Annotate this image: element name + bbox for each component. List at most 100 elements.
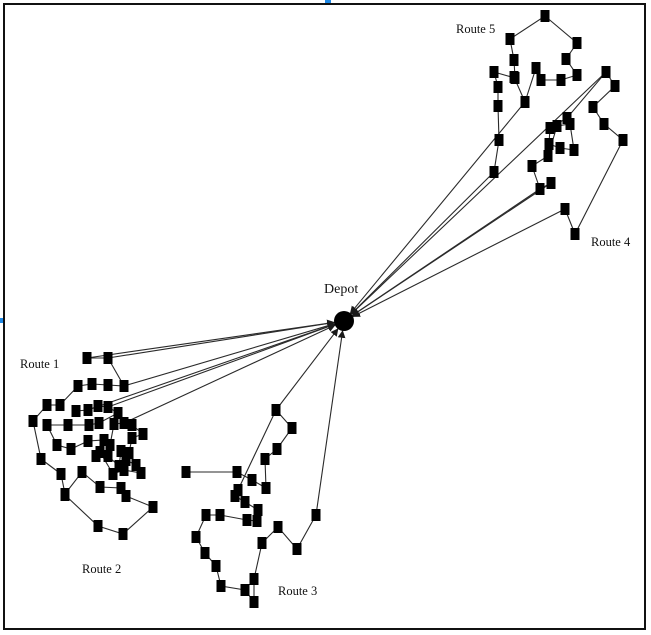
route-4-customer-node xyxy=(588,101,598,113)
route-3-customer-node xyxy=(247,474,257,486)
route-2-customer-node xyxy=(66,443,76,455)
route-4-label: Route 4 xyxy=(591,235,631,249)
route-5-customer-node xyxy=(489,166,499,178)
route-2-customer-node xyxy=(105,439,115,451)
route-1-customer-node xyxy=(73,380,83,392)
route-4-customer-node xyxy=(546,177,556,189)
route-5-depot-link-1 xyxy=(350,171,495,315)
route-3-customer-node xyxy=(249,573,259,585)
route-5-label: Route 5 xyxy=(456,22,495,36)
route-3-customer-node xyxy=(257,537,267,549)
route-3-customer-node xyxy=(215,509,225,521)
route-2-customer-node xyxy=(84,419,94,431)
route-4-depot-link-1 xyxy=(352,208,566,317)
route-2-customer-node xyxy=(103,450,113,462)
route-5-customer-node xyxy=(493,81,503,93)
route-2-customer-node xyxy=(83,404,93,416)
route-3-label: Route 3 xyxy=(278,584,317,598)
route-2-customer-node xyxy=(71,405,81,417)
route-3-customer-node xyxy=(252,515,262,527)
route-2-customer-node xyxy=(124,447,134,459)
route-2-customer-node xyxy=(99,434,109,446)
route-5-customer-node xyxy=(540,10,550,22)
route-2-customer-node xyxy=(131,459,141,471)
route-1-customer-node xyxy=(95,481,105,493)
route-3-customer-node xyxy=(271,404,281,416)
route-5-depot-link-2 xyxy=(349,101,526,314)
route-3-customer-node xyxy=(292,543,302,555)
route-5-customer-node xyxy=(572,37,582,49)
route-5-customer-node xyxy=(509,71,519,83)
route-4-customer-node xyxy=(544,138,554,150)
route-2-label: Route 2 xyxy=(82,562,121,576)
route-3-customer-node xyxy=(253,504,263,516)
route-2-customer-node xyxy=(91,450,101,462)
route-5-customer-node xyxy=(494,134,504,146)
route-4-customer-node xyxy=(555,142,565,154)
route-3-customer-node xyxy=(260,453,270,465)
route-2-customer-node xyxy=(94,417,104,429)
route-2-customer-node xyxy=(52,439,62,451)
route-1-depot-link-2 xyxy=(107,319,335,359)
route-5-customer-node xyxy=(531,62,541,74)
route-2-customer-node xyxy=(63,419,73,431)
route-3-customer-node xyxy=(249,596,259,608)
route-4-customer-node xyxy=(570,228,580,240)
route-3-customer-node xyxy=(201,509,211,521)
route-3-customer-node xyxy=(261,482,271,494)
route-2-depot-link-3 xyxy=(123,324,336,424)
route-4-customer-node xyxy=(535,183,545,195)
route-4-customer-node xyxy=(569,144,579,156)
route-4-customer-node xyxy=(543,150,553,162)
route-1-customer-node xyxy=(60,489,70,501)
route-2-customer-node xyxy=(114,460,124,472)
route-2-customer-node xyxy=(136,467,146,479)
route-1-customer-node xyxy=(119,380,129,392)
route-3-customer-node xyxy=(240,584,250,596)
route-4-customer-node xyxy=(552,120,562,132)
route-4-customer-node xyxy=(565,118,575,130)
route-3-customer-node xyxy=(240,496,250,508)
route-links xyxy=(32,15,624,604)
route-5-customer-node xyxy=(536,74,546,86)
route-2-customer-node xyxy=(108,468,118,480)
route-3-customer-node xyxy=(232,466,242,478)
route-3-customer-node xyxy=(242,514,252,526)
route-3-customer-node xyxy=(230,490,240,502)
route-1-depot-link-3 xyxy=(123,322,336,387)
route-3-customer-node xyxy=(311,509,321,521)
route-3-customer-node xyxy=(181,466,191,478)
route-2-customer-node xyxy=(93,400,103,412)
route-4-customer-node xyxy=(527,160,537,172)
route-5-customer-node xyxy=(493,100,503,112)
route-5-customer-node xyxy=(489,66,499,78)
route-5-customer-node xyxy=(520,96,530,108)
customer-nodes xyxy=(28,10,628,608)
route-2-customer-node xyxy=(42,419,52,431)
route-4-customer-node xyxy=(601,66,611,78)
route-4-customer-node xyxy=(599,118,609,130)
route-4-customer-node xyxy=(610,80,620,92)
route-1-customer-node xyxy=(116,482,126,494)
route-1-customer-node xyxy=(55,399,65,411)
route-4-customer-node xyxy=(618,134,628,146)
route-3-customer-node xyxy=(191,531,201,543)
route-2-customer-node xyxy=(83,435,93,447)
route-1-customer-node xyxy=(103,352,113,364)
route-3-customer-node xyxy=(287,422,297,434)
route-5-customer-node xyxy=(561,53,571,65)
route-5-customer-node xyxy=(505,33,515,45)
route-3-customer-node xyxy=(211,560,221,572)
route-4-depot-link-4 xyxy=(350,71,607,315)
route-2-customer-node xyxy=(116,445,126,457)
route-2-customer-node xyxy=(121,454,131,466)
route-2-customer-node xyxy=(113,407,123,419)
depot-node xyxy=(334,311,354,331)
route-5-customer-node xyxy=(556,74,566,86)
route-3-customer-node xyxy=(272,443,282,455)
route-1-customer-node xyxy=(93,520,103,532)
route-1-customer-node xyxy=(121,490,131,502)
diagram-frame xyxy=(3,3,646,630)
route-2-depot-link-2 xyxy=(107,323,336,408)
